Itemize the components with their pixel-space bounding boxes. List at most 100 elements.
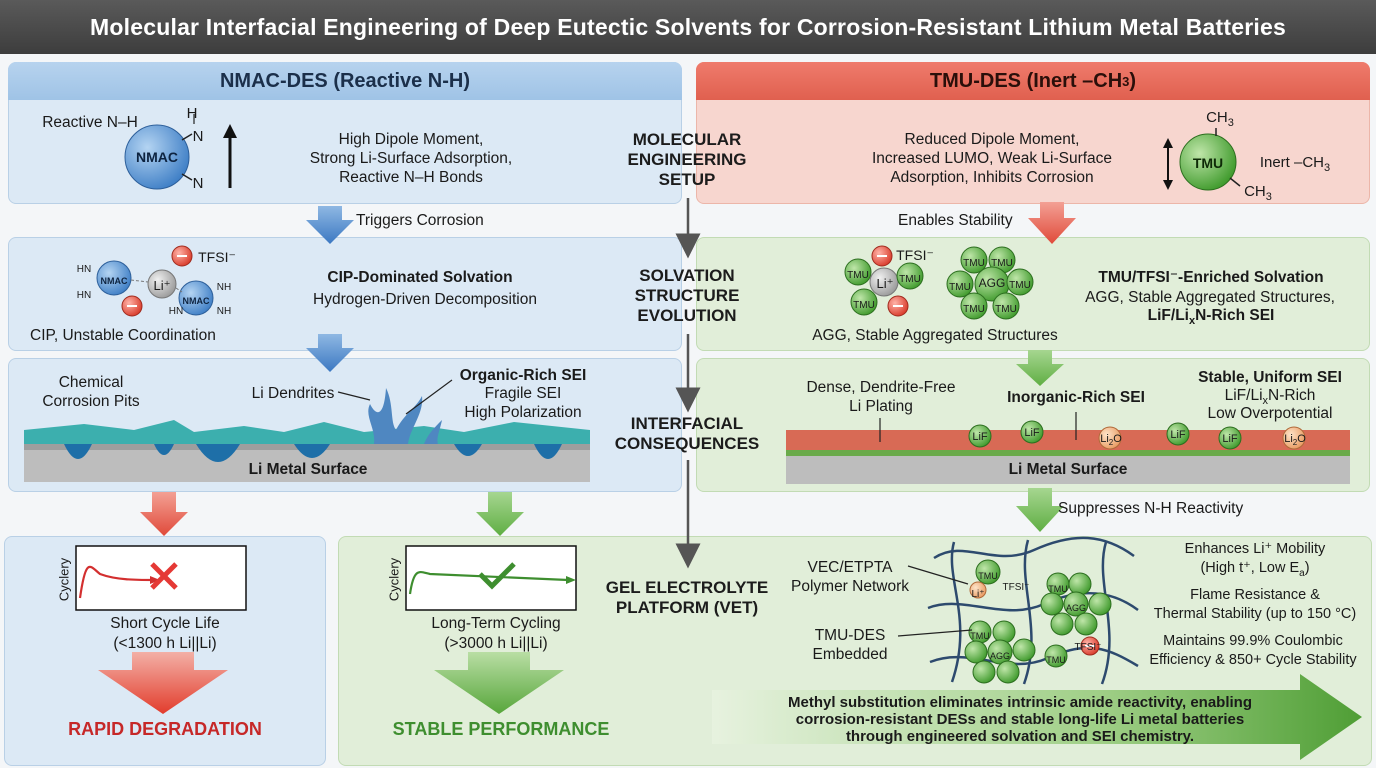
organic-sei-title: Organic-Rich SEI	[459, 367, 587, 384]
left-header: NMAC-DES (Reactive N-H)	[8, 62, 682, 100]
long-cycle-plot	[405, 545, 577, 611]
lif-1: LiF	[972, 431, 988, 443]
tmu-description: Reduced Dipole Moment,Increased LUMO, We…	[871, 131, 1113, 186]
lif-4: LiF	[1222, 433, 1238, 445]
cip-nh-1: NH	[216, 282, 232, 293]
nmac-n-atom-bottom: N	[192, 175, 204, 192]
gel-tmu-4: TMU	[1046, 655, 1066, 665]
agg-tmu-1: TMU	[847, 270, 869, 281]
stable-sei-title: Stable, Uniform SEI	[1198, 369, 1342, 386]
cip-nmac-right: NMAC	[182, 296, 210, 306]
page-title: Molecular Interfacial Engineering of Dee…	[0, 0, 1376, 54]
gel-agg-2: AGG	[989, 651, 1010, 661]
cip-li: Li⁺	[153, 278, 171, 293]
agg-solvation-cluster	[844, 245, 1034, 320]
agg-li: Li⁺	[876, 276, 894, 291]
cip-tfsi: TFSI⁻	[198, 249, 236, 265]
agg-tmu-4: TMU	[963, 258, 985, 269]
agg-line2: AGG, Stable Aggregated Structures,	[1085, 289, 1335, 306]
reactive-nh-label: Reactive N–H	[42, 114, 138, 131]
long-cycle-sub: (>3000 h Li||Li)	[444, 635, 548, 652]
gel-pointers	[897, 565, 973, 637]
agg-tmu-9: TMU	[995, 304, 1017, 315]
gel-tmu-3: TMU	[970, 631, 990, 641]
gel-li: Li⁺	[971, 589, 985, 600]
cip-nh-2: NH	[216, 306, 232, 317]
nmac-h-atom: H	[186, 105, 198, 122]
short-cycle-plot	[75, 545, 247, 611]
enables-stability-label: Enables Stability	[898, 212, 1013, 229]
nmac-n-atom-top: N	[192, 128, 204, 145]
tmu-molecule-label: TMU	[1192, 155, 1224, 171]
gel-tfsi-2: TFSI⁻	[1074, 642, 1102, 653]
lif-3: LiF	[1170, 429, 1186, 441]
li-dendrites-label: Li Dendrites	[251, 385, 335, 402]
agg-tfsi: TFSI⁻	[896, 247, 934, 263]
cip-hn-2: HN	[76, 290, 92, 301]
cip-subtitle: Hydrogen-Driven Decomposition	[313, 291, 537, 308]
stable-performance-label: STABLE PERFORMANCE	[392, 719, 610, 739]
agg-tmu-8: TMU	[963, 304, 985, 315]
cip-caption: CIP, Unstable Coordination	[30, 327, 216, 344]
triggers-corrosion-label: Triggers Corrosion	[356, 212, 484, 229]
agg-tmu-7: TMU	[1009, 280, 1031, 291]
agg-label: AGG	[978, 276, 1006, 290]
short-cycle-label: Short Cycle Life	[110, 615, 220, 632]
cip-title: CIP-Dominated Solvation	[327, 269, 513, 286]
tmu-ch3-bottom: CH3	[1244, 183, 1272, 203]
li-surface-label-right: Li Metal Surface	[1008, 461, 1128, 478]
li2o-1: Li2O	[1100, 433, 1122, 448]
agg-line3: LiF/LixN-Rich SEI	[1147, 307, 1275, 328]
inorganic-sei-label: Inorganic-Rich SEI	[1007, 389, 1145, 406]
cip-nmac-left: NMAC	[100, 276, 128, 286]
tmu-ch3-top: CH3	[1206, 109, 1234, 129]
conclusion-text: Methyl substitution eliminates intrinsic…	[788, 694, 1252, 745]
inert-ch3-label: Inert –CH3	[1259, 154, 1331, 174]
long-cycle-label: Long-Term Cycling	[431, 615, 561, 632]
polymer-network	[927, 536, 1139, 685]
tmu-solvation-panel	[696, 237, 1370, 351]
agg-tmu-5: TMU	[991, 258, 1013, 269]
agg-tmu-6: TMU	[949, 282, 971, 293]
cip-hn-1: HN	[76, 264, 92, 275]
agg-tmu-2: TMU	[899, 274, 921, 285]
li2o-2: Li2O	[1284, 433, 1306, 448]
cip-hn-3: HN	[168, 306, 184, 317]
rapid-degradation-label: RAPID DEGRADATION	[68, 719, 262, 739]
benefit-flame: Flame Resistance &Thermal Stability (up …	[1153, 587, 1357, 622]
suppresses-nh-label: Suppresses N-H Reactivity	[1058, 500, 1244, 517]
agg-tmu-3: TMU	[853, 300, 875, 311]
gel-tmu-2: TMU	[1048, 584, 1068, 594]
agg-caption: AGG, Stable Aggregated Structures	[812, 327, 1058, 344]
gel-tfsi-1: TFSI⁻	[1002, 582, 1030, 593]
mid-axis-label: Cyclery	[386, 557, 402, 602]
corroded-li-surface	[24, 388, 590, 482]
dendrite-pointer	[337, 379, 453, 415]
left-axis-label: Cyclery	[56, 557, 72, 602]
nmac-description: High Dipole Moment,Strong Li-Surface Ads…	[309, 131, 513, 186]
tmu-molecule	[1163, 128, 1241, 191]
li-surface-label-left: Li Metal Surface	[248, 461, 368, 478]
stable-sei-line3: Low Overpotential	[1207, 405, 1333, 422]
agg-title: TMU/TFSI⁻-Enriched Solvation	[1098, 269, 1324, 286]
cip-solvation-cluster	[96, 245, 214, 317]
short-cycle-sub: (<1300 h Li||Li)	[113, 635, 217, 652]
stable-li-surface	[786, 412, 1350, 484]
nmac-molecule-label: NMAC	[136, 149, 178, 165]
nmac-molecule	[124, 114, 237, 190]
benefit-mobility: Enhances Li⁺ Mobility (High t⁺, Low Ea)	[1184, 541, 1326, 579]
gel-agg-1: AGG	[1065, 603, 1086, 613]
stable-sei-line2: LiF/LixN-Rich	[1224, 387, 1316, 408]
